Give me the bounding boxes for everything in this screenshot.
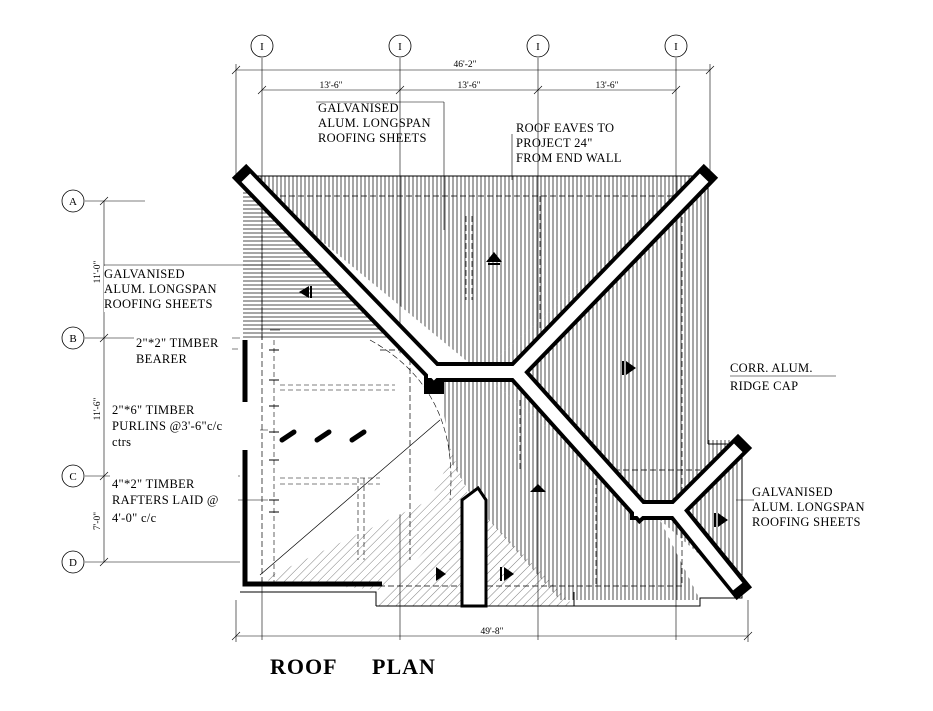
column-bubble-3: I [526,34,550,58]
dim-top-bay-2: 13'-6" [457,81,480,91]
svg-text:PURLINS @3'-6"c/c: PURLINS @3'-6"c/c [112,419,223,433]
column-bubble-4: I [664,34,688,58]
svg-text:I: I [536,41,540,53]
svg-text:4'-0" c/c: 4'-0" c/c [112,511,157,525]
title-word-roof: ROOF [270,654,338,679]
column-bubble-1: I [250,34,274,58]
row-grid: A B C D [61,189,240,574]
svg-text:PROJECT 24": PROJECT 24" [516,136,593,150]
annotation-purlins: 2"*6" TIMBER PURLINS @3'-6"c/c ctrs [110,402,260,450]
annotation-right-sheets: GALVANISED ALUM. LONGSPAN ROOFING SHEETS [752,485,865,529]
svg-text:CORR. ALUM.: CORR. ALUM. [730,361,813,375]
svg-text:B: B [69,333,76,345]
svg-text:2"*2" TIMBER: 2"*2" TIMBER [136,336,219,350]
column-grid: I I I I [250,34,688,640]
svg-text:FROM END WALL: FROM END WALL [516,151,622,165]
svg-text:GALVANISED: GALVANISED [318,101,399,115]
row-bubble-d: D [61,550,85,574]
svg-text:C: C [69,471,76,483]
svg-text:ROOF EAVES TO: ROOF EAVES TO [516,121,614,135]
svg-text:ctrs: ctrs [112,435,131,449]
svg-text:I: I [398,41,402,53]
svg-text:ROOFING SHEETS: ROOFING SHEETS [318,131,427,145]
svg-text:GALVANISED: GALVANISED [104,267,185,281]
annotation-bearer: 2"*2" TIMBER BEARER [134,336,232,368]
svg-text:GALVANISED: GALVANISED [752,485,833,499]
svg-text:RIDGE CAP: RIDGE CAP [730,379,798,393]
svg-text:4"*2" TIMBER: 4"*2" TIMBER [112,477,195,491]
dim-top-bay-1: 13'-6" [319,81,342,91]
hip-ridges [231,163,753,608]
annotation-left-sheets: GALVANISED ALUM. LONGSPAN ROOFING SHEETS [104,266,222,312]
row-bubble-a: A [61,189,85,213]
dimension-lines [99,64,753,642]
annotation-rafters: 4"*2" TIMBER RAFTERS LAID @ 4'-0" c/c [110,474,238,526]
annotation-ridge-cap: CORR. ALUM. RIDGE CAP [730,361,813,393]
dim-left-ab: 11'-0" [93,261,103,284]
dim-left-cd: 7'-0" [93,512,103,530]
svg-text:2"*6" TIMBER: 2"*6" TIMBER [112,403,195,417]
dim-left-bc: 11'-6" [93,398,103,421]
drawing-title: ROOF PLAN [270,654,436,679]
dim-top-overall: 46'-2" [453,60,476,70]
dim-bottom-overall: 49'-8" [480,627,503,637]
slope-arrows [299,252,728,581]
svg-text:ALUM. LONGSPAN: ALUM. LONGSPAN [104,282,217,296]
row-bubble-b: B [61,326,85,350]
annotation-eaves: ROOF EAVES TO PROJECT 24" FROM END WALL [516,121,622,165]
svg-text:ALUM. LONGSPAN: ALUM. LONGSPAN [318,116,431,130]
svg-text:D: D [69,557,77,569]
annotation-top-sheets: GALVANISED ALUM. LONGSPAN ROOFING SHEETS [318,101,431,145]
svg-text:ROOFING SHEETS: ROOFING SHEETS [752,515,861,529]
column-bubble-2: I [388,34,412,58]
row-bubble-c: C [61,464,85,488]
svg-text:ROOFING SHEETS: ROOFING SHEETS [104,297,213,311]
svg-text:I: I [674,41,678,53]
svg-text:RAFTERS LAID @: RAFTERS LAID @ [112,493,219,507]
svg-text:A: A [69,196,77,208]
svg-text:ALUM. LONGSPAN: ALUM. LONGSPAN [752,500,865,514]
svg-text:BEARER: BEARER [136,352,187,366]
dim-top-bay-3: 13'-6" [595,81,618,91]
svg-text:I: I [260,41,264,53]
title-word-plan: PLAN [372,654,436,679]
dimension-texts: 46'-2" 13'-6" 13'-6" 13'-6" 49'-8" 11'-0… [93,58,619,637]
